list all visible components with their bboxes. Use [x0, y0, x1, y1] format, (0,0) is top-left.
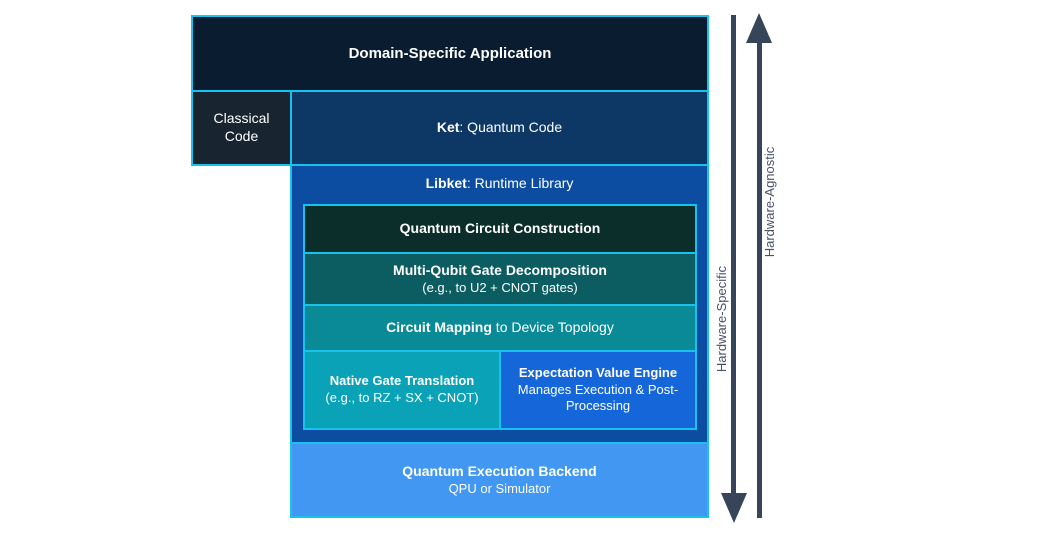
- module-qcc-label: Quantum Circuit Construction: [399, 220, 601, 237]
- layer-domain-application: Domain-Specific Application: [191, 15, 709, 92]
- hardware-specific-label: Hardware-Specific: [714, 265, 729, 373]
- layer-execution-backend: Quantum Execution Backend QPU or Simulat…: [290, 442, 709, 518]
- libket-header: Libket: Runtime Library: [290, 173, 709, 193]
- hardware-agnostic-label: Hardware-Agnostic: [762, 146, 777, 258]
- hardware-agnostic-arrow-line: [757, 41, 762, 518]
- layer-classical-code: Classical Code: [191, 90, 292, 166]
- layer-classical-code-label: Classical Code: [213, 110, 270, 144]
- module-quantum-circuit-construction: Quantum Circuit Construction: [303, 204, 697, 254]
- circuit-mapping-description: to Device Topology: [491, 319, 614, 336]
- module-expectation-subtitle: Manages Execution & Post-Processing: [517, 381, 679, 414]
- ket-name: Ket: [436, 119, 460, 136]
- circuit-mapping-name: Circuit Mapping: [386, 319, 492, 336]
- layer-ket-label: Ket: Quantum Code: [437, 119, 562, 137]
- module-circuit-mapping-label: Circuit Mapping to Device Topology: [386, 319, 614, 337]
- module-native-title: Native Gate Translation: [329, 373, 475, 389]
- module-expectation-value-engine: Expectation Value Engine Manages Executi…: [499, 350, 697, 430]
- arrow-down-icon: [721, 493, 747, 523]
- libket-description: : Runtime Library: [466, 175, 574, 191]
- hardware-specific-arrow-line: [731, 15, 736, 495]
- module-native-gate-translation: Native Gate Translation (e.g., to RZ + S…: [303, 350, 501, 430]
- arrow-up-icon: [746, 13, 772, 43]
- layer-backend-subtitle: QPU or Simulator: [448, 480, 551, 496]
- layer-backend-title: Quantum Execution Backend: [402, 462, 597, 479]
- module-expectation-title: Expectation Value Engine: [518, 365, 678, 381]
- module-gate-decomposition-subtitle: (e.g., to U2 + CNOT gates): [422, 279, 578, 295]
- ket-description: : Quantum Code: [459, 119, 563, 136]
- module-gate-decomposition: Multi-Qubit Gate Decomposition (e.g., to…: [303, 252, 697, 306]
- layer-ket-quantum-code: Ket: Quantum Code: [290, 90, 709, 166]
- module-gate-decomposition-title: Multi-Qubit Gate Decomposition: [393, 261, 607, 278]
- libket-name: Libket: [425, 175, 467, 191]
- module-native-subtitle: (e.g., to RZ + SX + CNOT): [325, 390, 479, 405]
- module-circuit-mapping: Circuit Mapping to Device Topology: [303, 304, 697, 352]
- layer-domain-application-label: Domain-Specific Application: [348, 44, 552, 62]
